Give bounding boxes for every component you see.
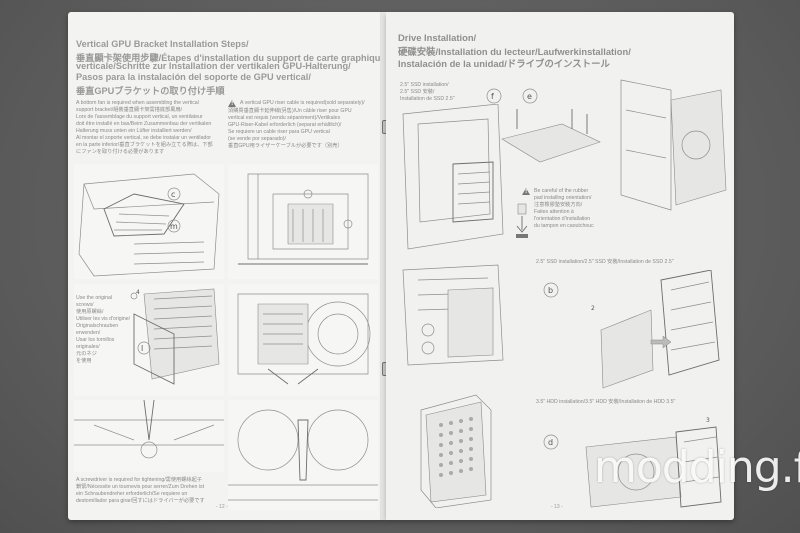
hdd-cage-diagram-top: [620, 79, 727, 211]
hdd-install-diagram: d 3: [543, 417, 722, 508]
screwdriver-diagram-2: [228, 400, 378, 510]
left-page: Vertical GPU Bracket Installation Steps/…: [68, 12, 386, 520]
right-page: Drive Installation/ 硬碟安裝/Installation du…: [386, 12, 734, 520]
screwdriver-diagram-1: [74, 400, 224, 472]
callout-2: 2: [591, 305, 595, 312]
callout-f: f: [491, 92, 494, 101]
watermark: modding.fr: [594, 442, 800, 493]
warning-icon-rubber: !: [522, 188, 530, 195]
page-number-right: - 13 -: [551, 504, 563, 510]
hdd-label: 3.5" HDD installation/3.5" HDD 安裝/Instal…: [536, 399, 676, 405]
callout-l: l: [141, 344, 143, 353]
case-diagram-mid: [402, 264, 504, 366]
callout-b: b: [548, 286, 553, 295]
gpu-bracket-diagram-2: l 4: [74, 284, 224, 396]
callout-e: e: [527, 92, 532, 101]
callout-3: 3: [706, 417, 710, 424]
callout-4: 4: [136, 289, 140, 296]
ssd-label-mid: 2.5" SSD installation/2.5" SSD 安裝/Instal…: [536, 259, 674, 265]
hdd-cage-diagram: [420, 394, 492, 508]
right-title-line-3: Instalación de la unidad/ドライブのインストール: [398, 58, 610, 69]
right-title-line-1: Drive Installation/: [398, 32, 477, 43]
callout-c: c: [171, 190, 175, 199]
gpu-riser-diagram-2: [228, 284, 378, 396]
gpu-bracket-diagram-1: c m: [74, 164, 224, 279]
page-number-left: - 12 -: [216, 504, 228, 510]
left-title-line-2: 垂直顯卡架使用步驟/Étapes d'installation du suppo…: [76, 53, 386, 63]
callout-m: m: [170, 222, 178, 231]
warning-icon: !: [228, 100, 236, 107]
ssd-cage-diagram: b 2: [543, 270, 720, 389]
ssd-tray-diagram: f e: [486, 88, 601, 163]
rubber-pad-icon: [516, 203, 528, 238]
right-title-line-2: 硬碟安裝/Installation du lecteur/Laufwerkins…: [398, 46, 631, 57]
left-title-line-1: Vertical GPU Bracket Installation Steps/: [76, 39, 249, 49]
gpu-riser-diagram-1: [228, 164, 378, 279]
left-title-line-5: 垂直GPUブラケットの取り付け手順: [76, 86, 225, 96]
callout-d: d: [548, 438, 553, 447]
left-title-line-4: Pasos para la instalación del soporte de…: [76, 72, 311, 82]
case-diagram-top: [402, 104, 504, 250]
left-title-line-3: verticale/Schritte zur Installation der …: [76, 61, 351, 71]
